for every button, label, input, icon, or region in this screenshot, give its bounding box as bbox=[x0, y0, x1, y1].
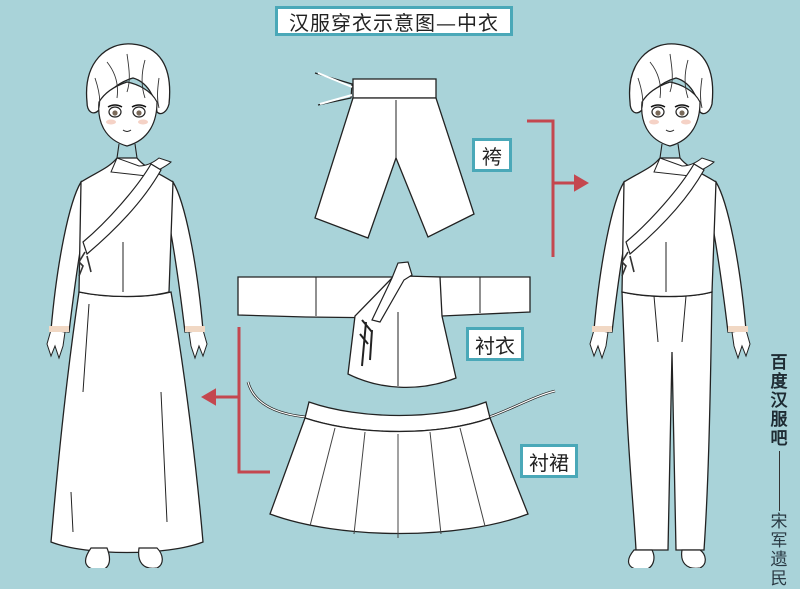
signature-char: 百 bbox=[770, 353, 788, 373]
illustration-canvas bbox=[46, 43, 751, 568]
signature-author: 宋 军 遗 民 bbox=[766, 513, 792, 589]
skirt-illustration bbox=[246, 381, 556, 538]
label-pants: 袴 bbox=[472, 138, 512, 172]
label-shirt: 衬衣 bbox=[466, 327, 524, 361]
pants-illustration bbox=[314, 72, 475, 239]
label-skirt: 衬裙 bbox=[520, 444, 578, 478]
signature-char: 遗 bbox=[770, 550, 788, 570]
page-title: 汉服穿衣示意图—中衣 bbox=[275, 6, 513, 36]
shirt-illustration bbox=[237, 261, 531, 389]
signature: 百 度 汉 服 吧 宋 军 遗 民 bbox=[766, 354, 792, 589]
signature-char: 宋 bbox=[770, 512, 788, 532]
left-figure bbox=[46, 43, 208, 568]
signature-char: 度 bbox=[770, 372, 788, 392]
signature-char: 服 bbox=[770, 410, 788, 430]
signature-char: 吧 bbox=[770, 429, 788, 449]
right-figure bbox=[589, 43, 751, 568]
signature-char: 汉 bbox=[770, 391, 788, 411]
signature-char: 军 bbox=[770, 531, 788, 551]
signature-char: 民 bbox=[770, 569, 788, 589]
signature-divider bbox=[778, 451, 780, 511]
signature-source: 百 度 汉 服 吧 bbox=[766, 354, 792, 449]
arrow-to-left bbox=[201, 327, 270, 474]
arrow-to-right bbox=[527, 119, 589, 257]
